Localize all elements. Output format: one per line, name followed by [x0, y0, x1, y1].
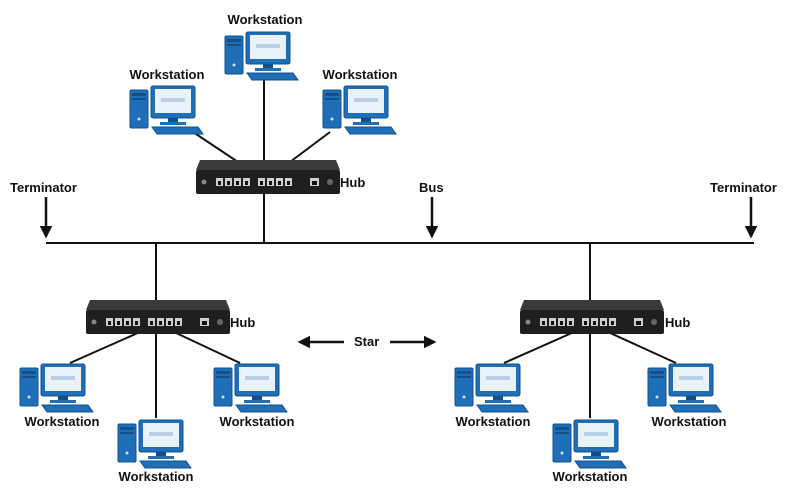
workstation-label: Workstation: [219, 414, 295, 429]
left-hub-icon: [86, 300, 230, 334]
right-star-ws3-icon: [647, 363, 722, 413]
terminator-label: Terminator: [10, 180, 77, 195]
workstation-label: Workstation: [322, 67, 398, 82]
terminator-label: Terminator: [710, 180, 777, 195]
top-right-workstation-icon: [322, 85, 397, 135]
workstation-label: Workstation: [552, 469, 628, 484]
right-star-ws2-icon: [552, 419, 627, 469]
workstation-label: Workstation: [129, 67, 205, 82]
top-hub-icon: [196, 160, 340, 194]
connection-lines: [46, 78, 754, 418]
left-star-link: [173, 331, 241, 364]
top-center-workstation-icon: [224, 31, 299, 81]
left-star-ws3-icon: [213, 363, 288, 413]
hub-label: Hub: [665, 315, 691, 330]
star-label: Star: [354, 334, 380, 349]
left-star-ws2-icon: [117, 419, 192, 469]
workstation-label: Workstation: [24, 414, 100, 429]
left-star-link: [69, 331, 141, 364]
hub-label: Hub: [340, 175, 366, 190]
top-hub-ws-link: [289, 131, 331, 163]
hub-label: Hub: [230, 315, 256, 330]
workstation-label: Workstation: [455, 414, 531, 429]
top-hub-ws-link: [192, 131, 239, 163]
right-star-link: [503, 331, 575, 364]
workstation-label: Workstation: [227, 12, 303, 27]
right-star-link: [607, 331, 677, 364]
workstation-label: Workstation: [118, 469, 194, 484]
left-star-ws1-icon: [19, 363, 94, 413]
right-hub-icon: [520, 300, 664, 334]
top-left-workstation-icon: [129, 85, 204, 135]
pointer-arrows: [39, 197, 758, 349]
workstation-label: Workstation: [651, 414, 727, 429]
right-star-ws1-icon: [454, 363, 529, 413]
bus-label: Bus: [419, 180, 444, 195]
